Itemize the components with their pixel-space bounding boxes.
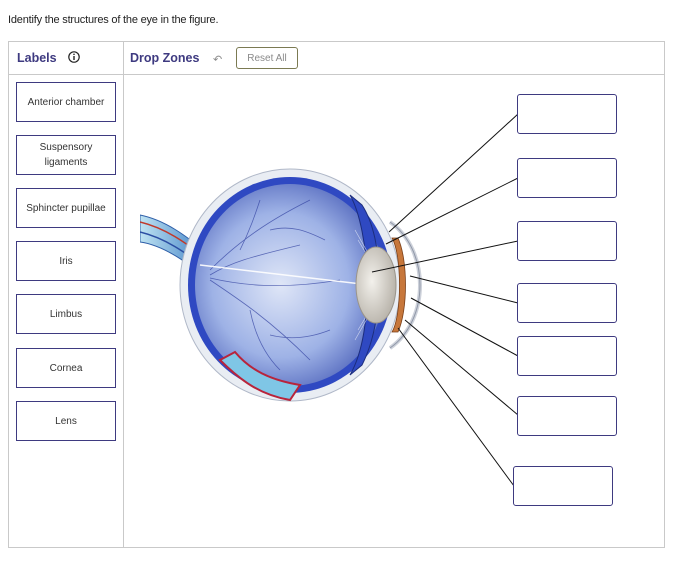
drop-zone-1[interactable]: [517, 94, 617, 134]
drop-zone-5[interactable]: [517, 336, 617, 376]
reset-all-button[interactable]: Reset All: [236, 47, 298, 69]
labels-header: Labels: [9, 42, 123, 75]
drop-zone-2[interactable]: [517, 158, 617, 198]
instruction-text: Identify the structures of the eye in th…: [8, 14, 219, 26]
label-card-iris[interactable]: Iris: [16, 241, 116, 281]
info-circle-icon[interactable]: [68, 51, 80, 63]
label-card-suspensory-ligaments[interactable]: Suspensory ligaments: [16, 135, 116, 175]
label-card-cornea[interactable]: Cornea: [16, 348, 116, 388]
drop-zone-6[interactable]: [517, 396, 617, 436]
label-card-anterior-chamber[interactable]: Anterior chamber: [16, 82, 116, 122]
drop-zone-4[interactable]: [517, 283, 617, 323]
label-card-sphincter-pupillae[interactable]: Sphincter pupillae: [16, 188, 116, 228]
labels-title: Labels: [17, 51, 57, 65]
label-card-lens[interactable]: Lens: [16, 401, 116, 441]
drop-zone-3[interactable]: [517, 221, 617, 261]
label-card-limbus[interactable]: Limbus: [16, 294, 116, 334]
drop-zones-header: Drop Zones ↶ Reset All: [123, 42, 664, 75]
drop-zones-title: Drop Zones: [130, 51, 200, 65]
eye-illustration: [140, 168, 422, 402]
undo-arrow-icon[interactable]: ↶: [213, 54, 223, 66]
drop-zone-7[interactable]: [513, 466, 613, 506]
exercise-frame: Labels Drop Zones ↶ Reset All Anterior c…: [8, 41, 665, 548]
labels-panel: Anterior chamber Suspensory ligaments Sp…: [9, 42, 124, 547]
